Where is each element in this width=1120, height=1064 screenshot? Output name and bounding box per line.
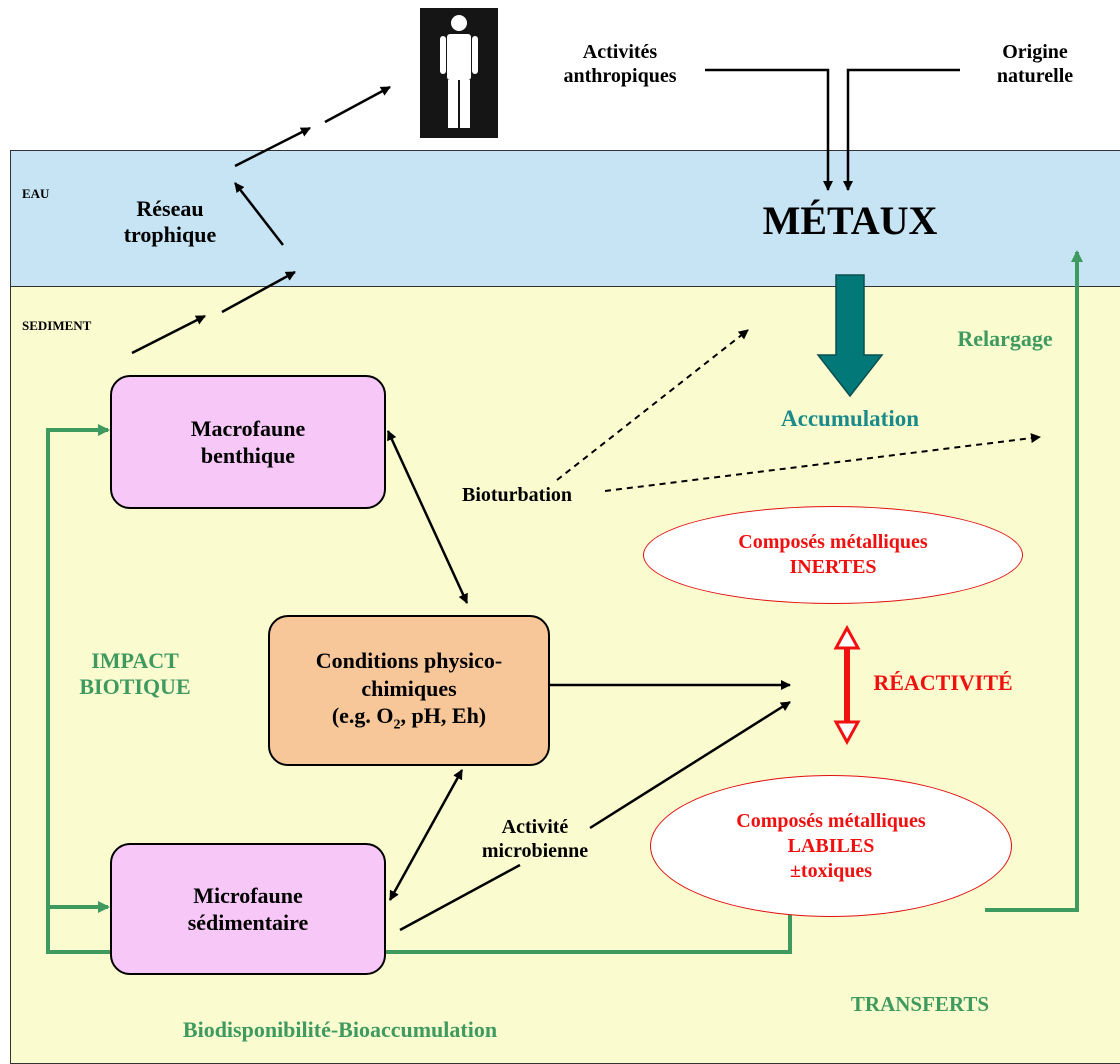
microbial-activity-label: Activité microbienne bbox=[481, 816, 589, 862]
inert-compounds-ellipse: Composés métalliques INERTES bbox=[643, 506, 1023, 604]
conditions-line2: chimiques bbox=[361, 675, 457, 701]
water-label: EAU bbox=[22, 186, 50, 201]
conditions-line1: Conditions physico- bbox=[315, 648, 503, 674]
relargage-label: Relargage bbox=[957, 326, 1053, 351]
water-zone bbox=[10, 150, 1120, 288]
input-arrows bbox=[705, 68, 960, 191]
trophic-network-label: Réseau trophique bbox=[123, 196, 217, 248]
natural-origin-label: Origine naturelle bbox=[996, 41, 1074, 87]
reactivity-double-arrow bbox=[833, 624, 861, 746]
person-icon bbox=[420, 8, 498, 138]
reactivity-label: RÉACTIVITÉ bbox=[873, 670, 1013, 695]
metals-title: MÉTAUX bbox=[762, 198, 938, 243]
trophic-arrows bbox=[131, 85, 391, 355]
macrofauna-box: Macrofaune benthique bbox=[110, 375, 386, 509]
interaction-arrows bbox=[386, 430, 469, 901]
biotic-impact-label: IMPACT BIOTIQUE bbox=[79, 648, 191, 700]
bioturbation-arrows bbox=[556, 329, 1041, 492]
bioturbation-label: Bioturbation bbox=[461, 484, 573, 506]
reactivity-arrows bbox=[399, 680, 791, 932]
accumulation-arrow bbox=[816, 274, 884, 398]
accumulation-label: Accumulation bbox=[781, 406, 919, 431]
transfers-label: TRANSFERTS bbox=[850, 992, 990, 1016]
bioavailability-label: Biodisponibilité-Bioaccumulation bbox=[182, 1017, 498, 1042]
sediment-label: SEDIMENT bbox=[22, 318, 92, 333]
conditions-box: Conditions physico- chimiques (e.g. O2, … bbox=[268, 615, 550, 766]
microfauna-box: Microfaune sédimentaire bbox=[110, 843, 386, 975]
bioavailability-loop bbox=[46, 424, 792, 954]
labile-compounds-ellipse: Composés métalliques LABILES ±toxiques bbox=[650, 775, 1012, 917]
relargage-line bbox=[985, 250, 1083, 912]
anthropic-activities-label: Activités anthropiques bbox=[563, 41, 677, 87]
conditions-line3: (e.g. O2, pH, Eh) bbox=[331, 703, 487, 733]
